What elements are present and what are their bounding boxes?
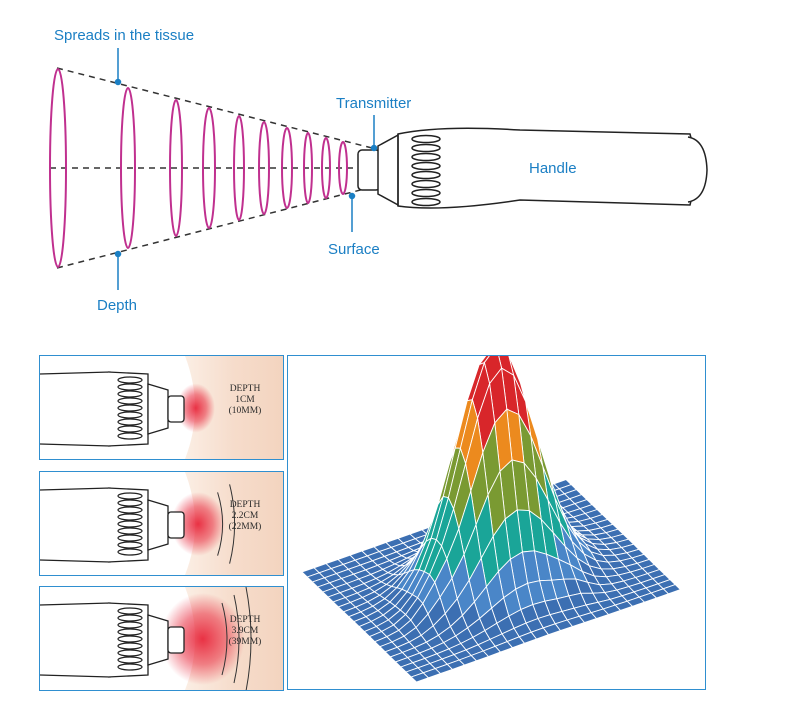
wave-arcs: [217, 484, 236, 564]
handpiece-end-cap: [687, 136, 708, 203]
mesh-cell: [410, 672, 430, 683]
wavefront-ring: [120, 87, 136, 249]
depth-title: DEPTH: [229, 500, 261, 510]
energy-glow: [171, 492, 226, 556]
wavefront-ring: [169, 99, 183, 237]
handpiece-small: [40, 602, 185, 678]
wavefronts: [49, 68, 348, 268]
energy-mesh: [301, 356, 682, 683]
wavefront-ring: [202, 107, 216, 229]
depth-mm: (10MM): [228, 406, 262, 416]
wave-arcs: [221, 587, 252, 690]
depth-cm: 2.2CM: [231, 511, 259, 521]
wavefront-ring: [281, 127, 293, 209]
wavefront-ring: [258, 121, 270, 215]
handpiece-small: [40, 487, 185, 563]
energy-distribution-panel: [287, 355, 706, 690]
handpiece-neck: [377, 132, 401, 208]
skin-area: [185, 356, 283, 459]
wavefront-ring: [303, 132, 313, 204]
energy-glow: [160, 593, 245, 685]
handpiece: [357, 127, 708, 209]
transmitter-label: Transmitter: [336, 95, 412, 112]
handpiece-small: [40, 371, 185, 447]
depth-illustration: [40, 587, 283, 690]
coil-small: [117, 607, 143, 671]
grip-coils: [411, 134, 441, 207]
wave-diagram: [49, 48, 708, 290]
transmitter-tip: [357, 149, 381, 191]
depth-title: DEPTH: [229, 615, 261, 625]
depth-title: DEPTH: [229, 384, 261, 394]
spreads-label: Spreads in the tissue: [54, 27, 195, 44]
wavefront-ring: [233, 115, 245, 221]
handle-label: Handle: [529, 160, 577, 177]
energy-glow: [176, 383, 215, 433]
depth-illustration: [40, 356, 283, 459]
depth-mm: (39MM): [228, 637, 262, 647]
surface-label: Surface: [328, 241, 380, 258]
wavefront-ring: [338, 141, 348, 195]
depth-label: Depth: [97, 297, 138, 314]
depth-mm: (22MM): [228, 522, 262, 532]
depth-cm: 1CM: [235, 395, 255, 405]
depth-cm: 3.9CM: [231, 626, 259, 636]
wavefront-ring: [49, 68, 67, 268]
depth-illustration: [40, 472, 283, 575]
coil-small: [117, 492, 143, 556]
wavefront-ring: [321, 137, 331, 199]
coil-small: [117, 376, 143, 440]
